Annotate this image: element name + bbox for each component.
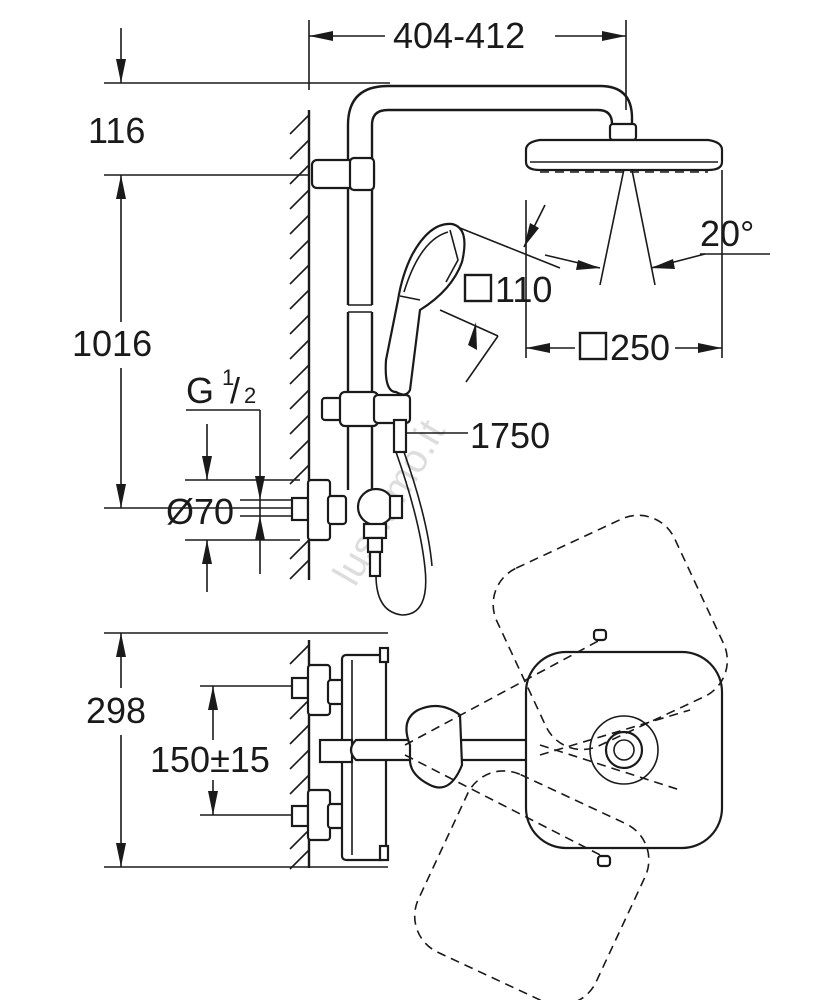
thread-label-numerator: 1 [222, 365, 234, 390]
top-offset-dimension-label: 116 [88, 110, 145, 151]
thread-label-denominator: 2 [244, 383, 256, 408]
inlet-spacing-dimension-line [200, 685, 300, 816]
head-shower [524, 122, 724, 173]
handshower-size-label: 110 [495, 269, 552, 310]
headshower-dimension-line [525, 170, 723, 358]
width-dimension-label: 404-412 [393, 15, 525, 56]
inlet-spacing-label: 150±15 [150, 739, 270, 780]
thermostat-side [290, 478, 404, 578]
height-dimension-line [104, 28, 390, 509]
thread-label-main: G [186, 370, 214, 411]
shower-hose [375, 451, 427, 616]
spray-angle-label: 20° [700, 213, 754, 254]
thread-label-slash: / [230, 370, 240, 411]
rosette-diameter-label: Ø70 [166, 491, 234, 532]
hose-length-label: 1750 [470, 415, 550, 456]
thread-dimension-line [185, 409, 300, 592]
depth-dimension-label: 298 [86, 690, 146, 731]
wall-section-bottom [289, 640, 311, 870]
handshower-dimension-line [439, 204, 561, 383]
height-dimension-label: 1016 [72, 323, 152, 364]
hand-shower [384, 222, 466, 396]
handshower-holder [320, 390, 412, 454]
shower-column [310, 84, 634, 490]
square-symbol-icon [578, 331, 608, 361]
rotated-headshower-ghost [404, 514, 729, 1000]
headshower-size-label: 250 [610, 327, 670, 368]
depth-dimension-line [104, 632, 388, 868]
square-symbol-icon [463, 273, 493, 303]
shower-hose-inner [403, 451, 433, 567]
head-shower-top [524, 650, 724, 850]
